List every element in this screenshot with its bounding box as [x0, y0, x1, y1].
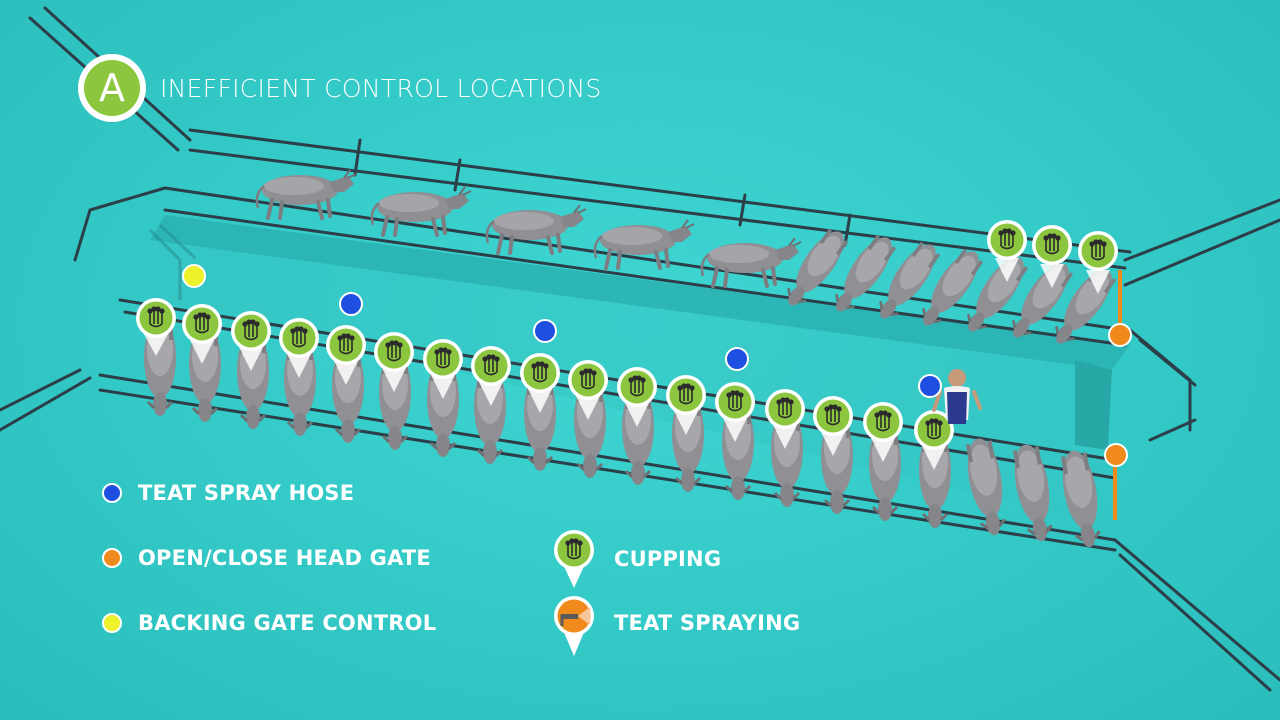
cupping-icon [862, 401, 904, 443]
teat-spray-hose-dot [918, 374, 942, 398]
legend-backing-gate: BACKING GATE CONTROL [102, 611, 436, 635]
yellow-dot-icon [102, 613, 122, 633]
cupping-icon [665, 374, 707, 416]
milking-cluster-pin-icon [553, 529, 595, 588]
teat-spray-hose-markers [339, 292, 942, 398]
teat-spray-hose-dot [339, 292, 363, 316]
cupping-icon [519, 352, 561, 394]
title-badge-letter: A [84, 60, 140, 116]
cupping-icon [616, 366, 658, 408]
cupping-icon [135, 297, 177, 339]
orange-dot-icon [102, 548, 122, 568]
cupping-icon [1077, 230, 1119, 272]
cupping-icon [373, 331, 415, 373]
cupping-icon [181, 303, 223, 345]
cupping-icon [986, 219, 1028, 261]
legend-backing-gate-label: BACKING GATE CONTROL [138, 611, 437, 635]
head-gate-bars [1113, 270, 1122, 520]
backing-gate-dot [182, 264, 206, 288]
cupping-icon [278, 317, 320, 359]
cupping-icon [567, 359, 609, 401]
head-gate-dot [1104, 443, 1128, 467]
head-gate-dot [1108, 323, 1132, 347]
spray-nozzle-pin-icon [554, 596, 594, 656]
legend-head-gate: OPEN/CLOSE HEAD GATE [102, 546, 431, 570]
legend-teat-spray-hose: TEAT SPRAY HOSE [102, 481, 354, 505]
teat-spray-hose-dot [533, 319, 557, 343]
cupping-icon [764, 388, 806, 430]
teat-spray-hose-dot [725, 347, 749, 371]
head-gate-markers [1104, 323, 1132, 467]
legend-teat-spray-hose-label: TEAT SPRAY HOSE [138, 481, 355, 505]
cupping-icon [1031, 224, 1073, 266]
cupping-icon [422, 338, 464, 380]
cupping-icon [714, 381, 756, 423]
cupping-pin-tails [144, 258, 1110, 470]
legend-teat-spraying-label: TEAT SPRAYING [614, 611, 801, 635]
legend-head-gate-label: OPEN/CLOSE HEAD GATE [138, 546, 431, 570]
cupping-icon [325, 324, 367, 366]
cupping-icon [812, 395, 854, 437]
legend-cupping-label: CUPPING [614, 547, 722, 571]
operator-figure [932, 369, 982, 424]
cupping-icon [470, 345, 512, 387]
title-badge: A [78, 54, 146, 122]
cupping-icon [230, 310, 272, 352]
backing-gate-markers [182, 264, 206, 288]
blue-dot-icon [102, 483, 122, 503]
page-title: INEFFICIENT CONTROL LOCATIONS [160, 74, 602, 103]
